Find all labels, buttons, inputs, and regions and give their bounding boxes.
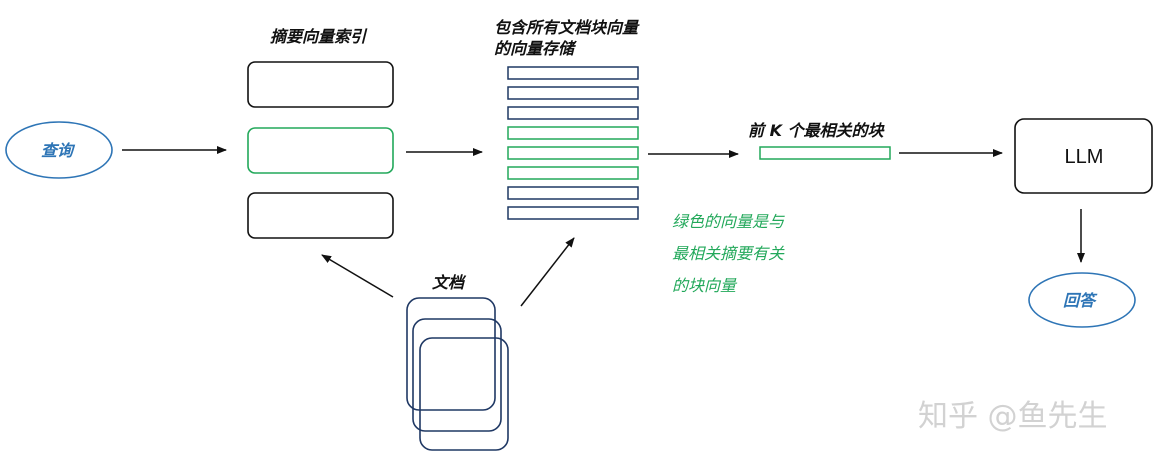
vector-row bbox=[507, 186, 639, 200]
document-page bbox=[412, 318, 502, 432]
query-node: 查询 bbox=[5, 121, 113, 179]
documents-stack bbox=[406, 297, 509, 451]
document-page bbox=[406, 297, 496, 411]
green-note: 绿色的向量是与 最相关摘要有关 的块向量 bbox=[672, 212, 785, 295]
llm-box bbox=[1014, 118, 1153, 194]
vector-row bbox=[507, 66, 639, 80]
vector-row bbox=[507, 86, 639, 100]
top-k-label: 前 K 个最相关的块 bbox=[748, 121, 886, 140]
answer-label: 回答 bbox=[1063, 291, 1098, 310]
query-ellipse bbox=[5, 121, 113, 179]
summary-box bbox=[247, 61, 394, 108]
vector-store-title-line1: 包含所有文档块向量 bbox=[494, 18, 640, 37]
note-line-1: 绿色的向量是与 bbox=[672, 212, 785, 231]
note-line-2: 最相关摘要有关 bbox=[672, 244, 785, 263]
note-line-3: 的块向量 bbox=[672, 276, 738, 295]
llm-label: LLM bbox=[1065, 146, 1104, 168]
vector-row bbox=[507, 206, 639, 220]
top-k-chunk bbox=[759, 146, 891, 160]
summary-box bbox=[247, 192, 394, 239]
document-page bbox=[419, 337, 509, 451]
llm-node: LLM bbox=[1014, 118, 1153, 194]
query-label: 查询 bbox=[41, 141, 76, 160]
watermark: 知乎 @鱼先生 bbox=[918, 399, 1108, 434]
vector-store-title-line2: 的向量存储 bbox=[494, 39, 577, 58]
vector-row bbox=[507, 106, 639, 120]
vector-store bbox=[507, 66, 639, 220]
summary-box-highlighted bbox=[247, 127, 394, 174]
vector-row-highlighted bbox=[507, 126, 639, 140]
answer-node: 回答 bbox=[1028, 272, 1136, 328]
vector-row-highlighted bbox=[507, 166, 639, 180]
answer-ellipse bbox=[1028, 272, 1136, 328]
documents-label: 文档 bbox=[432, 273, 467, 292]
vector-row-highlighted bbox=[507, 146, 639, 160]
arrow-docs-to-index bbox=[321, 254, 394, 298]
summary-index bbox=[247, 61, 394, 239]
arrow-docs-to-store bbox=[520, 237, 575, 307]
summary-index-title: 摘要向量索引 bbox=[270, 27, 368, 46]
